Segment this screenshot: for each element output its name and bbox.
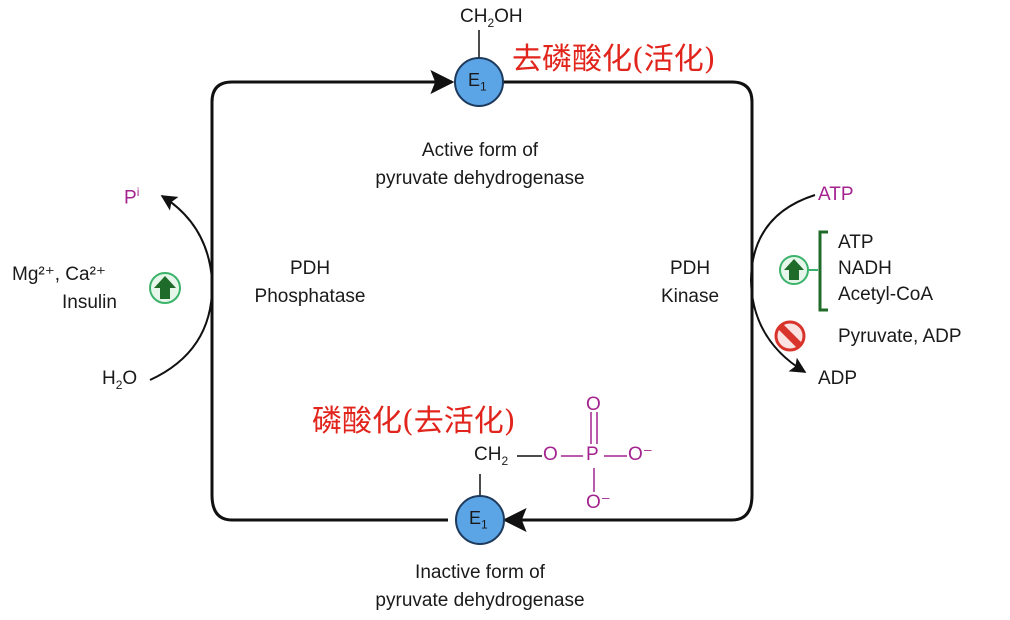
water-substrate-label: H2O <box>102 368 138 392</box>
adp-product-label: ADP <box>818 368 858 389</box>
activator-nadh: NADH <box>838 258 892 279</box>
kinase-label-line1: PDH <box>669 258 711 279</box>
dephosphorylation-annotation: 去磷酸化(活化) <box>512 42 716 77</box>
active-form-caption-line1: Active form of <box>421 140 539 161</box>
kinase-reaction-arrow <box>749 194 816 373</box>
activator-acetyl-coa: Acetyl-CoA <box>838 284 934 305</box>
kinase-activator-icon <box>779 230 828 312</box>
inactive-e1-label: E1 <box>469 508 488 532</box>
phosphate-right-oxygen: O⁻ <box>628 444 653 465</box>
active-e1-label: E1 <box>468 70 487 94</box>
phosphate-link-oxygen: O <box>543 444 558 465</box>
phosphorylation-annotation: 磷酸化(去活化) <box>312 404 516 439</box>
activator-atp: ATP <box>838 232 874 253</box>
inactive-form-caption-line1: Inactive form of <box>415 562 545 583</box>
activator-bracket <box>818 230 828 312</box>
inactive-e1-circle <box>455 495 505 545</box>
phosphatase-label-line1: PDH <box>289 258 331 279</box>
atp-substrate-label: ATP <box>818 184 854 205</box>
kinase-inhibitors-label: Pyruvate, ADP <box>838 326 962 347</box>
phosphatase-label-line2: Phosphatase <box>254 286 366 307</box>
top-ch2oh-label: CH2OH <box>460 6 523 30</box>
phosphate-bottom-oxygen: O⁻ <box>586 492 611 513</box>
phosphate-product-label: Pi <box>124 185 140 209</box>
phosphorus-label: P <box>586 444 599 465</box>
inactive-form-caption-line2: pyruvate dehydrogenase <box>375 590 585 611</box>
active-e1-circle <box>454 57 504 107</box>
active-form-caption-line2: pyruvate dehydrogenase <box>375 168 585 189</box>
phosphatase-reaction-arrow <box>149 195 214 381</box>
bottom-ch2-label: CH2 <box>474 444 509 468</box>
phosphatase-activators-line1: Mg²⁺, Ca²⁺ <box>12 264 106 285</box>
phosphatase-activators-line2: Insulin <box>62 292 117 313</box>
phosphatase-activator-icon <box>149 272 181 304</box>
phosphate-top-oxygen: O <box>586 394 601 415</box>
kinase-label-line2: Kinase <box>660 286 720 307</box>
kinase-inhibitor-icon <box>774 320 806 352</box>
